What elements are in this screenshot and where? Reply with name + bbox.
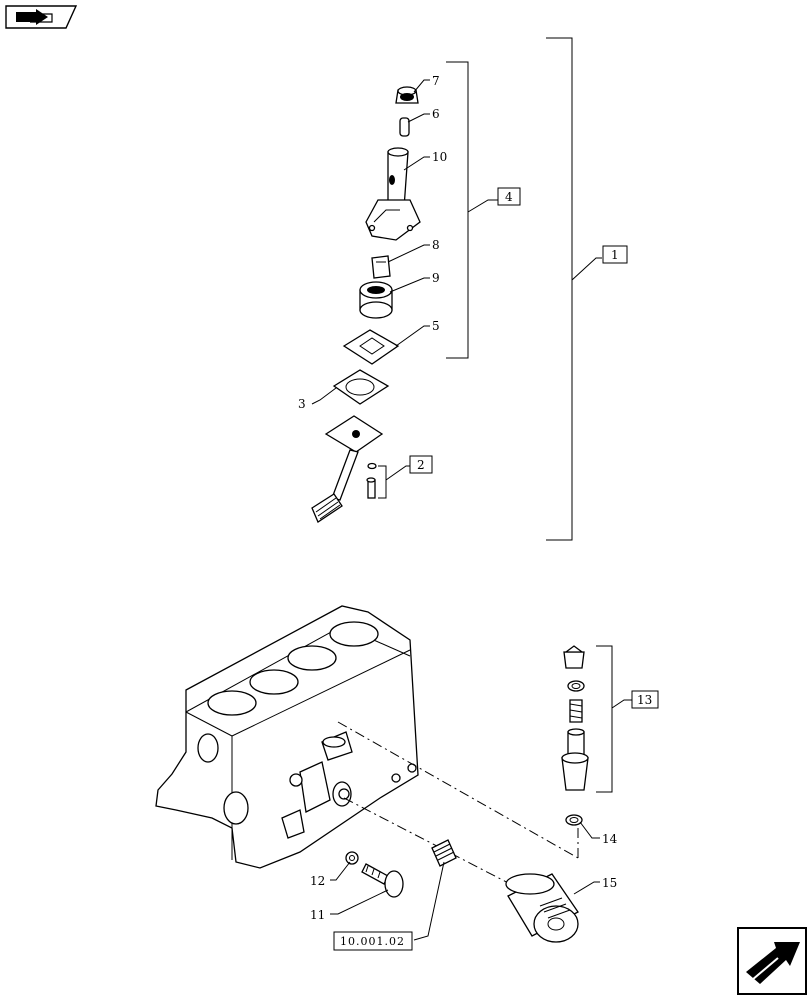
callout-12: 12 (310, 874, 325, 888)
strainer-pipe (311, 415, 384, 523)
threaded-fitting (431, 839, 457, 867)
leader-lines-upper (311, 37, 602, 541)
callout-8: 8 (432, 238, 440, 252)
engine-block (155, 605, 419, 869)
reference-box[interactable]: 10.001.02 (333, 931, 413, 951)
reference-link: 10.001.02 (340, 935, 405, 948)
part-6-pin (399, 117, 410, 137)
part-13-relief-valve (561, 645, 632, 793)
callout-3: 3 (298, 397, 306, 411)
callout-labels-upper: 7 6 10 8 9 5 3 (298, 74, 447, 411)
callout-7: 7 (432, 74, 440, 88)
callout-14: 14 (602, 832, 618, 846)
part-12-washer (345, 851, 359, 865)
callout-10: 10 (432, 150, 447, 164)
part-9-outer-rotor (359, 281, 393, 319)
callout-4: 4 (505, 190, 513, 204)
next-page-arrow-icon[interactable] (737, 927, 807, 995)
part-14-seal-ring (565, 814, 583, 826)
leader-lines-lower (330, 821, 600, 941)
part-2-bolt (366, 462, 377, 499)
part-11-plug (361, 863, 404, 898)
callout-15: 15 (602, 876, 617, 890)
callout-11: 11 (310, 908, 325, 922)
callout-2: 2 (417, 458, 425, 472)
part-5-cover-plate (342, 329, 400, 365)
callout-6: 6 (432, 107, 440, 121)
callout-labels-lower: 14 15 12 11 (310, 832, 618, 922)
part-15-oil-filter (505, 873, 579, 943)
callout-box-1[interactable]: 1 (602, 245, 628, 264)
callout-box-4[interactable]: 4 (497, 187, 521, 206)
callout-box-13[interactable]: 13 (631, 690, 659, 709)
callout-box-2[interactable]: 2 (409, 455, 433, 474)
part-8-inner-rotor (371, 255, 391, 279)
callout-1: 1 (611, 248, 619, 262)
part-10-shaft-housing (365, 147, 421, 241)
callout-9: 9 (432, 271, 440, 285)
callout-13: 13 (637, 693, 652, 707)
book-arrow-icon[interactable] (5, 5, 78, 29)
oil-pump-assembly (311, 86, 421, 523)
callout-5: 5 (432, 319, 440, 333)
assembly-lines (337, 721, 579, 889)
part-3-gasket (332, 369, 390, 405)
part-7-nut (395, 86, 419, 104)
